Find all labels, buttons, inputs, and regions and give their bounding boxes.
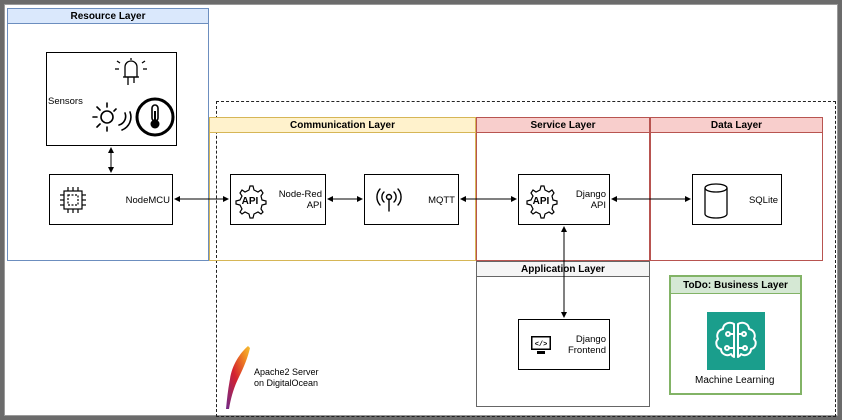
data-layer: Data Layer [650,117,823,261]
data-layer-header: Data Layer [651,118,822,133]
django-api-label-line2: API [590,200,606,211]
sensors-label: Sensors [48,96,83,107]
django-api-label-line1: Django [575,189,606,200]
communication-layer: Communication Layer [209,117,476,261]
frontend-label-line2: Frontend [567,345,606,356]
resource-layer: Resource Layer [7,8,209,261]
apache-server-label-line1: Apache2 Server [254,367,319,377]
svg-text:API: API [242,196,259,207]
api-gear-icon: API [526,185,558,219]
thermometer-icon [135,97,175,137]
resource-layer-title: Resource Layer [70,10,146,22]
chip-icon [60,187,86,213]
django-frontend-node: </> Django Frontend [518,319,610,370]
business-layer-title: ToDo: Business Layer [683,279,788,291]
svg-text:API: API [533,196,550,207]
mqtt-label: MQTT [428,195,455,206]
sensors-node: Sensors [46,52,177,146]
led-icon [115,58,147,85]
light-sensor-icon [92,102,132,132]
api-gear-icon: API [235,185,267,219]
nodered-label-line2: API [306,200,322,211]
data-layer-title: Data Layer [710,119,763,131]
nodemcu-label: NodeMCU [125,195,170,206]
sqlite-label: SQLite [748,195,778,206]
mqtt-node: MQTT [364,174,459,225]
sqlite-node: SQLite [692,174,782,225]
nodered-label-line1: Node-Red [278,189,322,200]
resource-layer-header: Resource Layer [8,9,208,24]
service-layer-title: Service Layer [530,119,596,131]
database-icon [704,183,728,219]
nodered-api-node: API Node-Red API [230,174,326,225]
machine-learning-label: Machine Learning [695,375,775,386]
communication-layer-title: Communication Layer [289,119,396,131]
svg-text:</>: </> [535,341,548,349]
apache-server-boundary [216,101,836,417]
monitor-code-icon: </> [531,336,551,354]
django-api-node: API Django API [518,174,610,225]
communication-layer-header: Communication Layer [210,118,475,133]
apache-feather-icon [226,346,250,409]
nodemcu-node: NodeMCU [49,174,173,225]
business-layer-header: ToDo: Business Layer [671,277,800,294]
frontend-label-line1: Django [575,334,606,345]
machine-learning-icon [707,312,765,370]
service-layer-header: Service Layer [477,118,649,133]
broadcast-icon [376,188,402,212]
apache-server-label-line2: on DigitalOcean [254,378,319,388]
